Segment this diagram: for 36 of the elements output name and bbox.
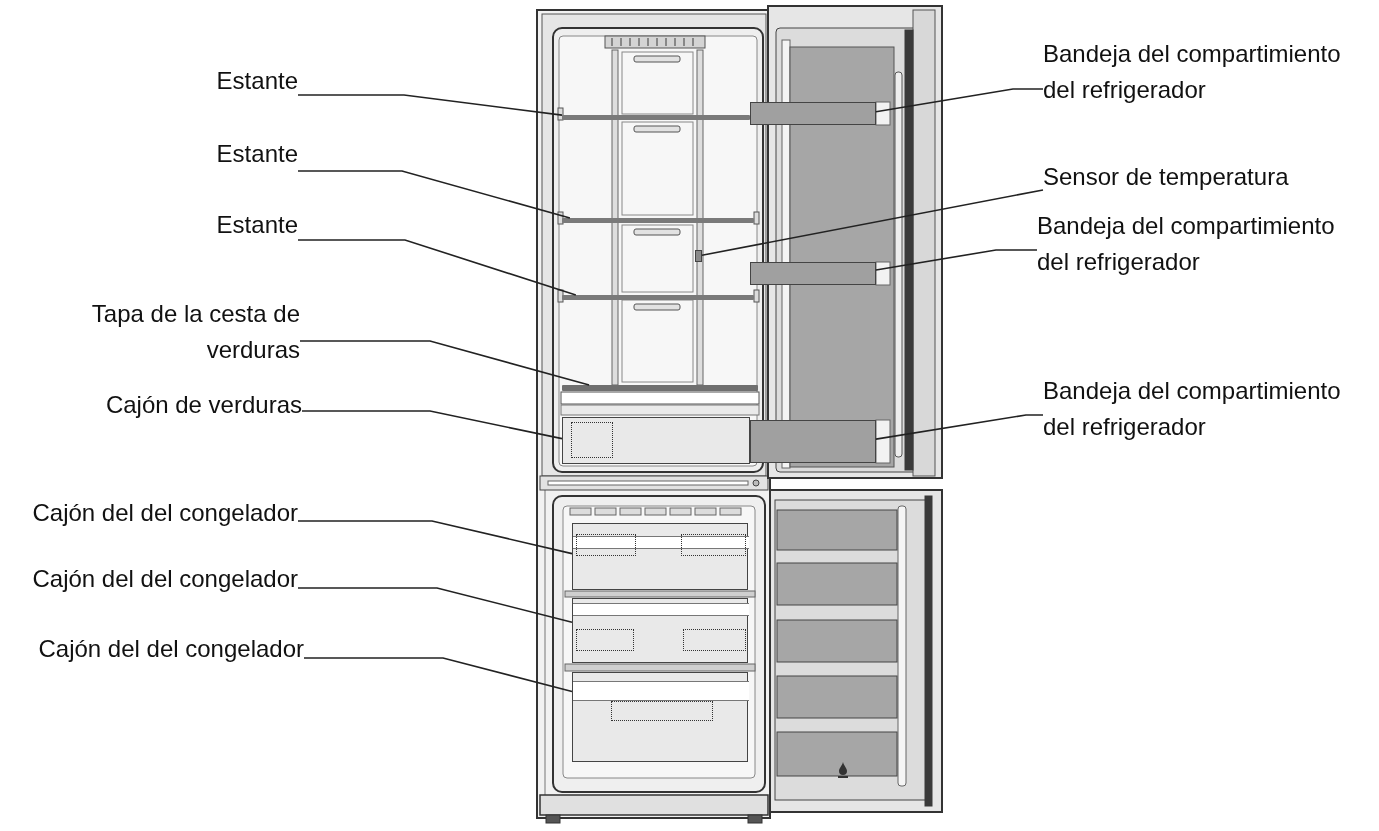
part-label: Cajón del del congelador bbox=[32, 561, 298, 597]
glass-shelf bbox=[562, 115, 750, 120]
door-tray bbox=[750, 102, 876, 125]
leader-line bbox=[299, 340, 590, 386]
crisper-cover bbox=[562, 385, 758, 391]
crisper-drawer bbox=[562, 417, 750, 464]
part-label: Estante bbox=[216, 207, 298, 243]
part-label: Bandeja del compartimiento del refrigerador bbox=[1043, 373, 1358, 445]
door-tray bbox=[750, 420, 876, 463]
leader-line bbox=[875, 414, 1044, 440]
glass-shelf bbox=[562, 295, 754, 300]
part-label: Estante bbox=[216, 63, 298, 99]
part-label: Tapa de la cesta de verduras bbox=[75, 296, 300, 368]
leader-line bbox=[301, 410, 563, 440]
part-label: Bandeja del compartimiento del refrigerador bbox=[1037, 208, 1352, 280]
leader-line bbox=[297, 239, 577, 296]
leader-line bbox=[303, 657, 573, 693]
part-label: Cajón del del congelador bbox=[32, 495, 298, 531]
door-tray bbox=[750, 262, 876, 285]
leader-line bbox=[297, 520, 573, 555]
temperature-sensor bbox=[695, 250, 702, 262]
leader-line bbox=[875, 88, 1044, 113]
part-label: Estante bbox=[216, 136, 298, 172]
leader-line bbox=[297, 170, 571, 219]
part-label: Cajón de verduras bbox=[105, 387, 302, 423]
part-label: Sensor de temperatura bbox=[1043, 159, 1289, 195]
glass-shelf bbox=[562, 218, 754, 223]
freezer-drawer bbox=[572, 672, 748, 762]
freezer-drawer bbox=[572, 523, 748, 590]
part-label: Bandeja del compartimiento del refrigerador bbox=[1043, 36, 1358, 108]
leader-line bbox=[875, 249, 1038, 271]
leader-line bbox=[297, 94, 563, 116]
part-label: Cajón del del congelador bbox=[38, 631, 304, 667]
leader-line bbox=[297, 587, 573, 624]
leader-line bbox=[701, 189, 1044, 256]
freezer-drawer bbox=[572, 598, 748, 663]
